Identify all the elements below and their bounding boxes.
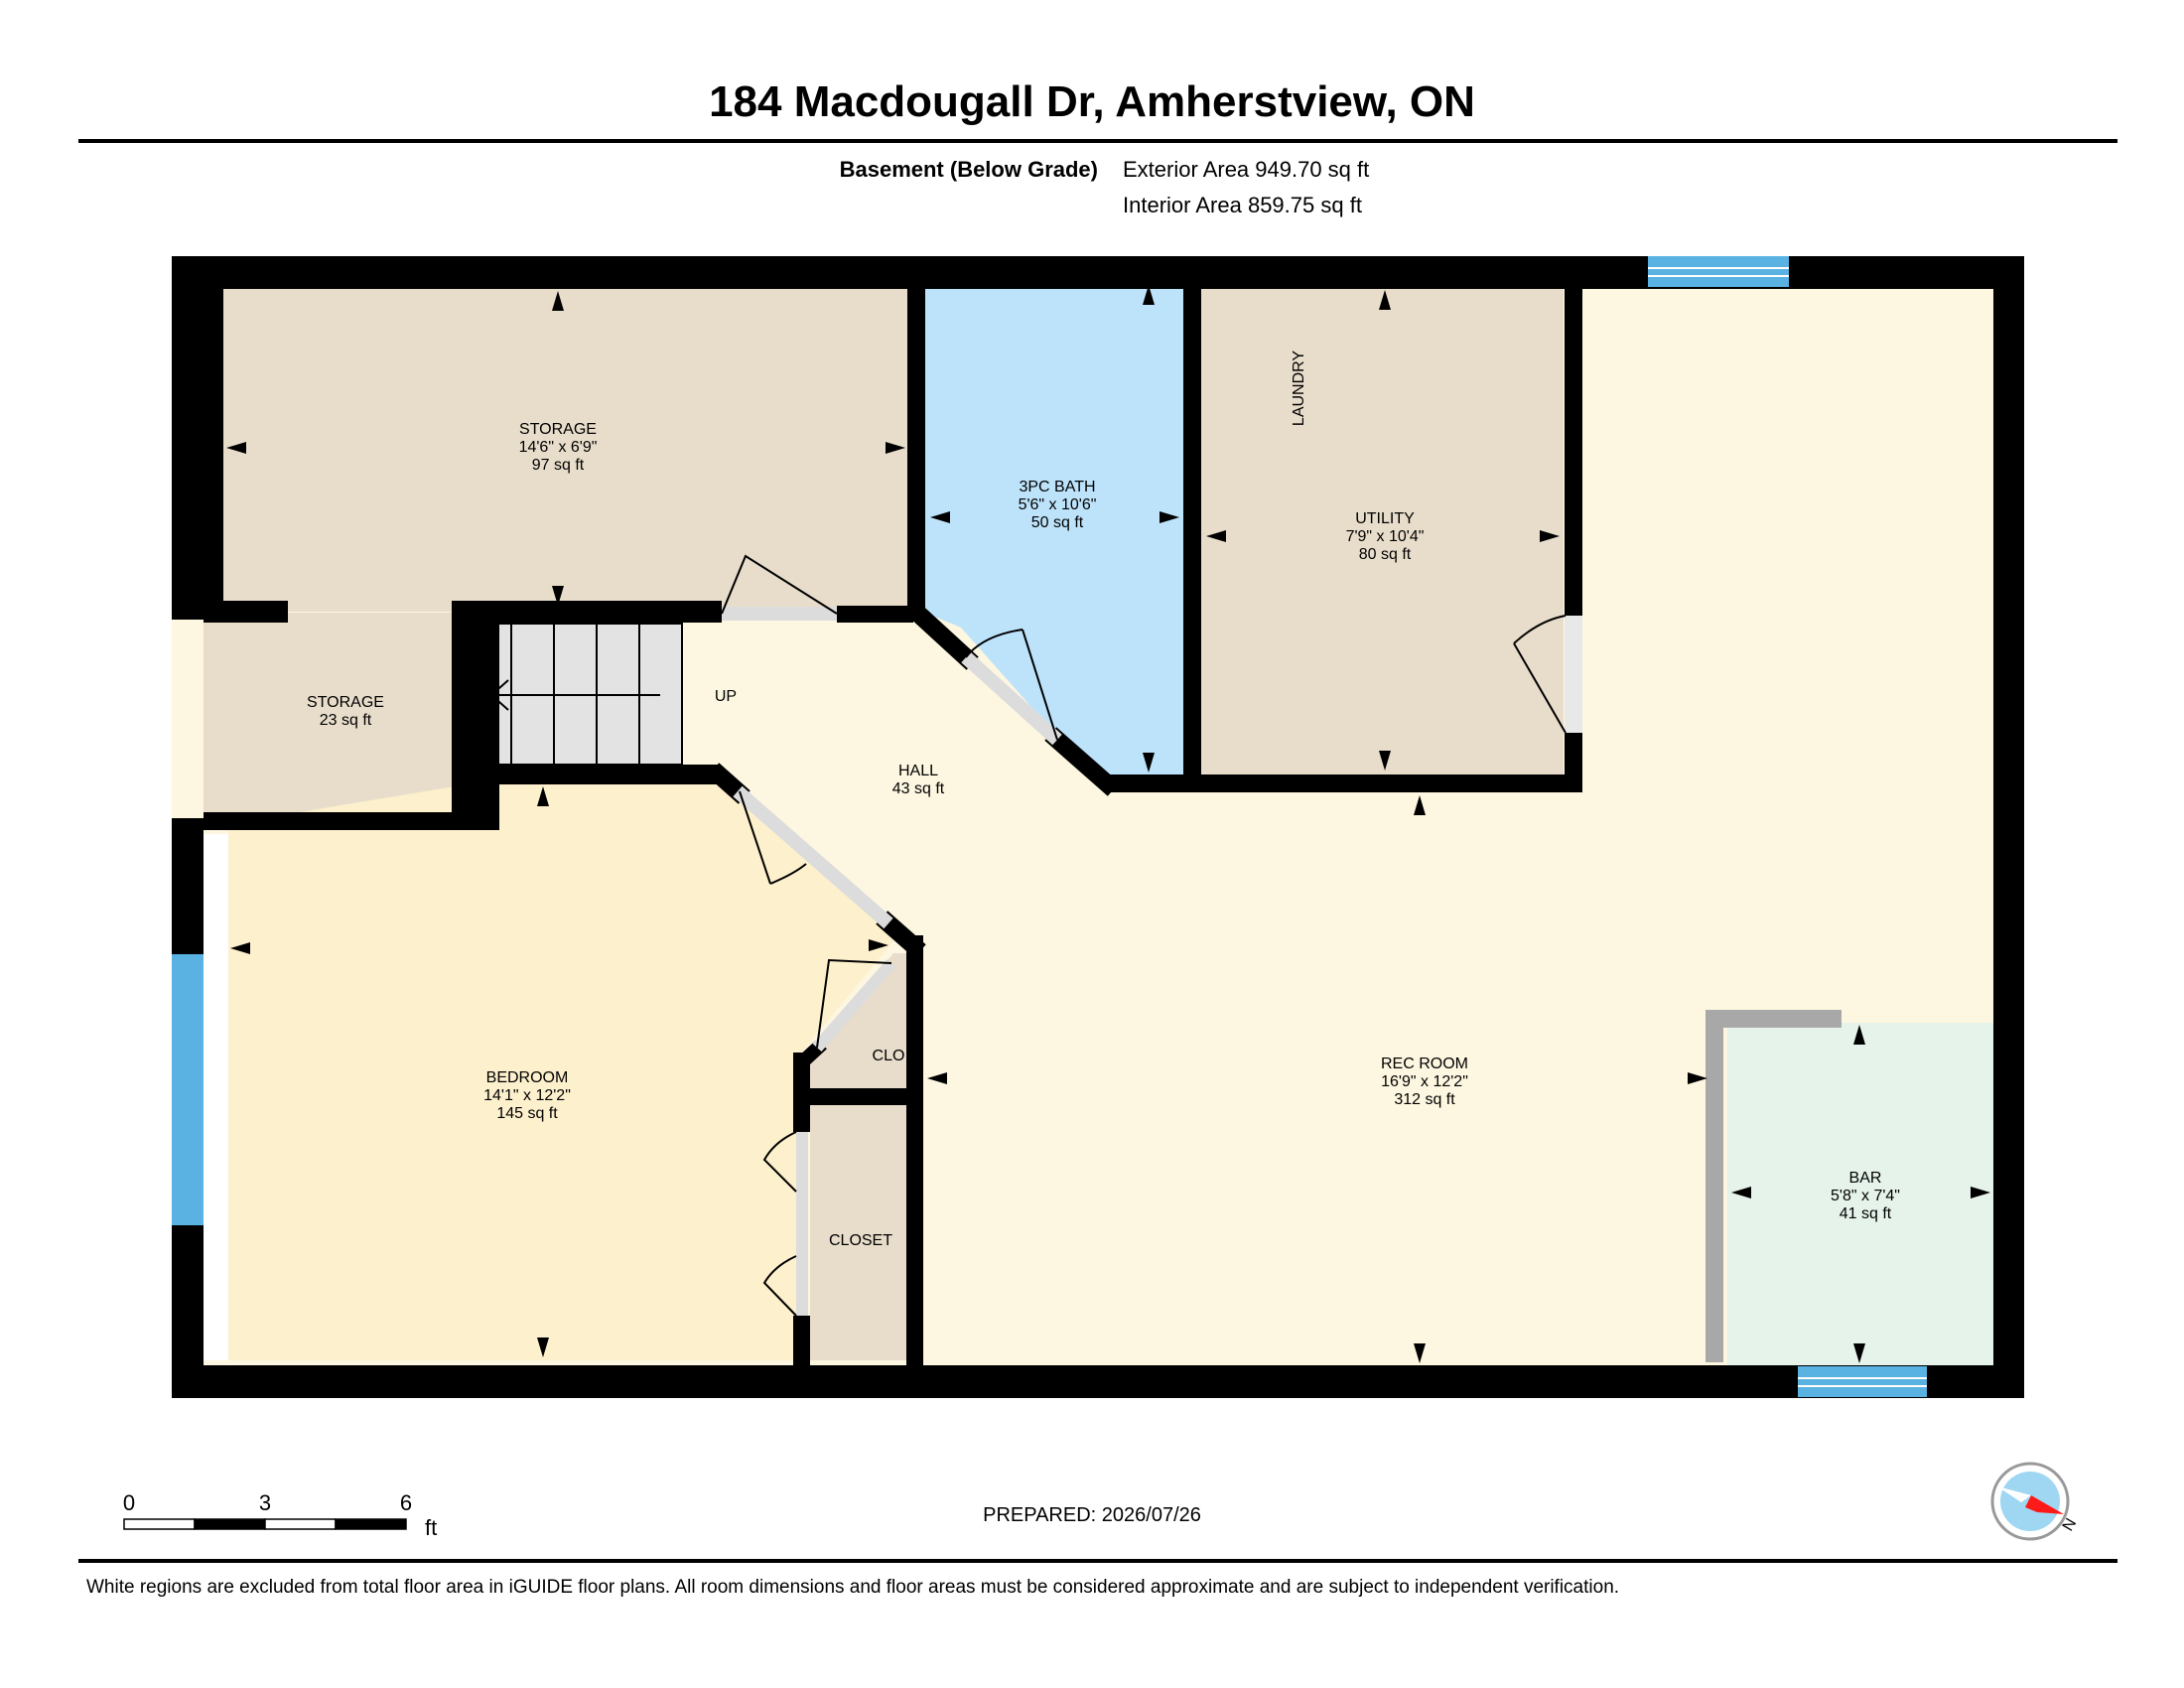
bedroom-room xyxy=(228,780,893,1360)
storage-main-dims: 14'6" x 6'9" xyxy=(519,439,598,456)
bath-area: 50 sq ft xyxy=(1031,514,1084,531)
scale-bar: 0 6 3 6 ft xyxy=(123,1490,437,1540)
bedroom-dims: 14'1" x 12'2" xyxy=(483,1087,571,1104)
storage-small-name: STORAGE xyxy=(307,694,384,711)
hall-area: 43 sq ft xyxy=(892,780,945,797)
compass-icon: N xyxy=(1990,1462,2080,1541)
disclaimer-text: White regions are excluded from total fl… xyxy=(86,1577,1620,1598)
floor-level-label: Basement (Below Grade) xyxy=(839,157,1098,182)
bar-dims: 5'8" x 7'4" xyxy=(1831,1188,1900,1204)
hall-name: HALL xyxy=(898,763,938,779)
closet-room xyxy=(810,1104,908,1360)
prepared-date: PREPARED: 2026/07/26 xyxy=(983,1504,1201,1526)
scale-tick-3-label: 3 xyxy=(259,1490,271,1515)
bar-room xyxy=(1727,1023,1993,1365)
utility-dims: 7'9" x 10'4" xyxy=(1346,528,1425,545)
clo-label: CLO xyxy=(873,1048,905,1064)
door-swings xyxy=(721,554,1567,1317)
interior-area: Interior Area 859.75 sq ft xyxy=(1123,193,1362,217)
utility-area: 80 sq ft xyxy=(1359,546,1412,563)
bar-counter xyxy=(1706,1010,1842,1362)
closet-label: CLOSET xyxy=(829,1232,892,1249)
storage-main-room xyxy=(220,283,911,612)
page-title: 184 Macdougall Dr, Amherstview, ON xyxy=(709,77,1475,126)
clo-room xyxy=(810,953,908,1089)
bar-area: 41 sq ft xyxy=(1840,1205,1892,1222)
scale-tick-0: 0 xyxy=(123,1490,135,1515)
stairs-up-label: UP xyxy=(715,688,737,705)
bath-dims: 5'6" x 10'6" xyxy=(1019,496,1097,513)
bath-name: 3PC BATH xyxy=(1019,479,1095,495)
bedroom-name: BEDROOM xyxy=(486,1069,569,1086)
utility-name: UTILITY xyxy=(1355,510,1415,527)
exterior-area: Exterior Area 949.70 sq ft xyxy=(1123,157,1370,182)
dimension-arrows xyxy=(226,285,1990,1363)
rec-room-name: REC ROOM xyxy=(1381,1055,1468,1072)
stairs xyxy=(468,623,683,766)
rec-room-area: 312 sq ft xyxy=(1394,1091,1455,1108)
bedroom-area: 145 sq ft xyxy=(496,1105,558,1122)
storage-small-room xyxy=(204,613,456,812)
footer-divider xyxy=(78,1559,2117,1563)
storage-main-area: 97 sq ft xyxy=(532,457,585,474)
door-openings xyxy=(722,607,1582,1316)
laundry-label: LAUNDRY xyxy=(1291,351,1307,427)
excluded-region xyxy=(204,834,228,1360)
bath-room xyxy=(925,283,1183,775)
utility-room xyxy=(1200,283,1564,775)
storage-main-name: STORAGE xyxy=(519,421,597,438)
header-divider xyxy=(78,139,2117,143)
bar-name: BAR xyxy=(1849,1170,1882,1187)
windows xyxy=(172,256,1927,1397)
rec-room-dims: 16'9" x 12'2" xyxy=(1381,1073,1468,1090)
scale-tick-6: 6 xyxy=(400,1490,412,1515)
storage-small-area: 23 sq ft xyxy=(320,712,372,729)
angled-walls xyxy=(707,601,1120,1070)
scale-unit: ft xyxy=(425,1515,437,1540)
